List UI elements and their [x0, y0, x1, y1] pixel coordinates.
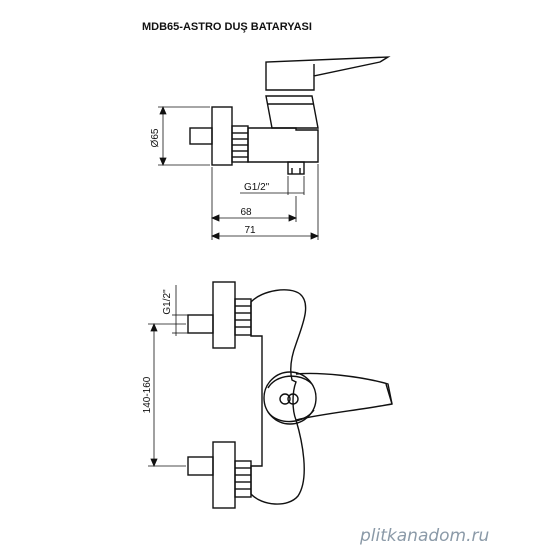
- front-top-flange: [212, 281, 236, 349]
- side-thread-label: G1/2": [244, 182, 270, 193]
- side-lever-handle: [265, 56, 391, 91]
- side-view: [189, 56, 391, 175]
- front-bottom-flange: [212, 441, 236, 509]
- front-thread-label: G1/2": [162, 289, 173, 315]
- side-bottom-outlet: [287, 161, 305, 175]
- front-top-inlet: [187, 314, 214, 334]
- front-lever-handle: [295, 372, 393, 421]
- front-cartridge-cap: [263, 371, 317, 425]
- watermark-text: plitkanadom.ru: [359, 526, 490, 546]
- side-wall-flange: [211, 106, 233, 166]
- front-mixer-body: [250, 289, 307, 505]
- front-dimensions: [148, 285, 188, 468]
- dim-71-label: 71: [244, 225, 256, 236]
- drawing-title: MDB65-ASTRO DUŞ BATARYASI: [142, 21, 312, 33]
- front-top-nut: [234, 298, 252, 336]
- side-mixer-body: [247, 127, 319, 163]
- dim-68-label: 68: [240, 207, 252, 218]
- front-view: [187, 281, 393, 509]
- side-dimensions: [158, 105, 320, 240]
- front-bottom-inlet: [187, 456, 214, 476]
- dim-spacing-label: 140-160: [142, 376, 153, 413]
- dim-diameter-label: Ø65: [150, 128, 161, 147]
- side-cartridge-housing: [265, 95, 319, 129]
- side-inlet-pipe: [189, 127, 213, 145]
- front-bottom-nut: [234, 460, 252, 498]
